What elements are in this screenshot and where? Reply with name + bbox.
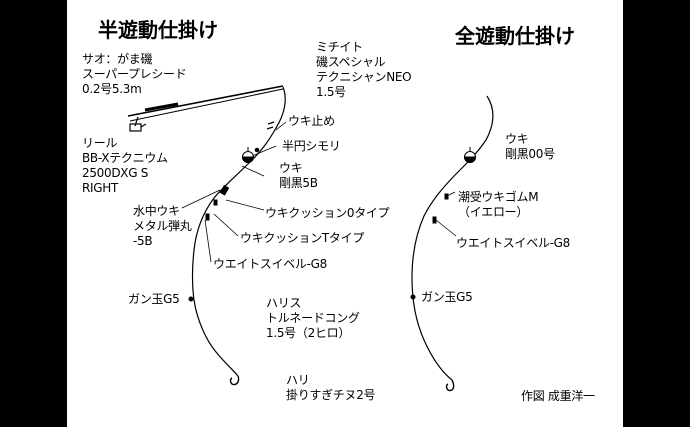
- cushion-0: [213, 199, 218, 206]
- split-shot-label-right: ガン玉G5: [421, 290, 473, 304]
- reel-label: リール BB-Xテクニウム 2500DXG S RIGHT: [82, 136, 168, 195]
- float-label-right: ウキ 剛黒00号: [505, 132, 555, 161]
- cushion-t-label: ウキクッションTタイプ: [240, 231, 365, 245]
- sinker-label: 半円シモリ: [282, 139, 341, 153]
- rod: [127, 85, 284, 117]
- hook-right: [445, 379, 455, 392]
- underwater-float-label: 水中ウキ メタル弾丸 -5B: [133, 204, 192, 248]
- split-shot-label-left: ガン玉G5: [128, 292, 180, 306]
- main-line-left: [251, 86, 286, 161]
- leader-left: [193, 299, 239, 377]
- swivel-left: [205, 213, 210, 221]
- main-line-label: ミチイト 磯スペシャル テクニシャンNEO 1.5号: [316, 40, 412, 99]
- rod-label: サオ：がま磯 スーパープレシード 0.2号5.3m: [82, 52, 187, 96]
- cushion-0-label: ウキクッション0タイプ: [265, 206, 390, 220]
- underwater-float: [219, 184, 230, 196]
- split-shot-right: [410, 294, 416, 300]
- diagram-panel: [67, 0, 623, 427]
- swivel-right: [432, 216, 437, 224]
- float-label-left: ウキ 剛黒5B: [279, 161, 318, 190]
- swivel-label-left: ウエイトスイベル-G8: [213, 257, 327, 271]
- swivel-label-right: ウエイトスイベル-G8: [456, 236, 570, 250]
- hook-left: [229, 375, 240, 386]
- title-right: 全遊動仕掛け: [455, 24, 575, 48]
- hook-label: ハリ 掛りすぎチヌ2号: [286, 373, 376, 402]
- float-stop-mark: [266, 121, 275, 130]
- main-line-right: [411, 95, 494, 381]
- float-stop-label: ウキ止め: [288, 114, 335, 128]
- credit: 作図 成重洋一: [521, 389, 595, 403]
- reel-icon: [129, 116, 147, 132]
- half-round-sinker: [254, 147, 260, 153]
- rubber-right: [444, 193, 449, 200]
- leader-label: ハリス トルネードコング 1.5号（2ヒロ）: [266, 296, 360, 340]
- rubber-label-right: 潮受ウキゴムM （イエロー）: [458, 190, 539, 219]
- split-shot-left: [188, 296, 194, 302]
- title-left: 半遊動仕掛け: [98, 18, 218, 42]
